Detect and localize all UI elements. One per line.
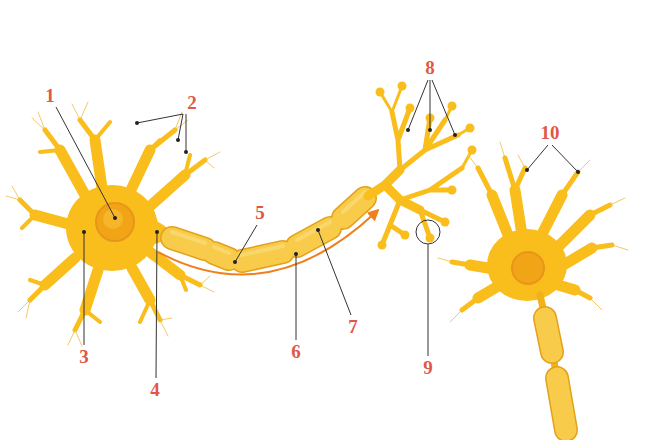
callout-position: 5 xyxy=(255,203,265,223)
synaptic-knobs xyxy=(376,82,477,250)
leader-dots xyxy=(82,121,580,264)
callout-number: 3 xyxy=(79,346,89,367)
axon xyxy=(540,295,566,440)
myelin-sheath xyxy=(172,192,365,261)
callout-number: 4 xyxy=(150,379,160,400)
signal-direction-arrow xyxy=(158,212,376,275)
dendrites xyxy=(20,120,205,330)
callout-number: 7 xyxy=(348,316,358,337)
axon-terminal xyxy=(368,86,472,245)
callout-position: 4 xyxy=(150,380,160,400)
callout-position: 6 xyxy=(291,342,301,362)
dendrite-tips xyxy=(438,142,628,322)
myelin-sheath xyxy=(545,318,566,430)
callout-number: 1 xyxy=(45,85,55,106)
leader-lines xyxy=(56,80,578,378)
callout-number: 10 xyxy=(541,122,560,143)
callout-position: 2 xyxy=(187,93,197,113)
nucleolus xyxy=(103,209,123,229)
dendrites xyxy=(452,158,612,310)
dendrite-tips xyxy=(6,102,220,346)
callout-position: 3 xyxy=(79,347,89,367)
callout-number: 5 xyxy=(255,202,265,223)
nucleus xyxy=(512,252,544,284)
callout-position: 7 xyxy=(348,317,358,337)
axon xyxy=(165,192,372,262)
callout-position: 10 xyxy=(541,123,560,143)
callout-position: 9 xyxy=(423,358,433,378)
cell-body xyxy=(487,229,567,301)
callout-number: 2 xyxy=(187,92,197,113)
callout-number: 6 xyxy=(291,341,301,362)
callout-position: 8 xyxy=(425,58,435,78)
callout-position: 1 xyxy=(45,86,55,106)
callout-number: 9 xyxy=(423,357,433,378)
callout-number: 8 xyxy=(425,57,435,78)
synapse-circle xyxy=(416,220,440,244)
nucleus xyxy=(96,203,134,241)
